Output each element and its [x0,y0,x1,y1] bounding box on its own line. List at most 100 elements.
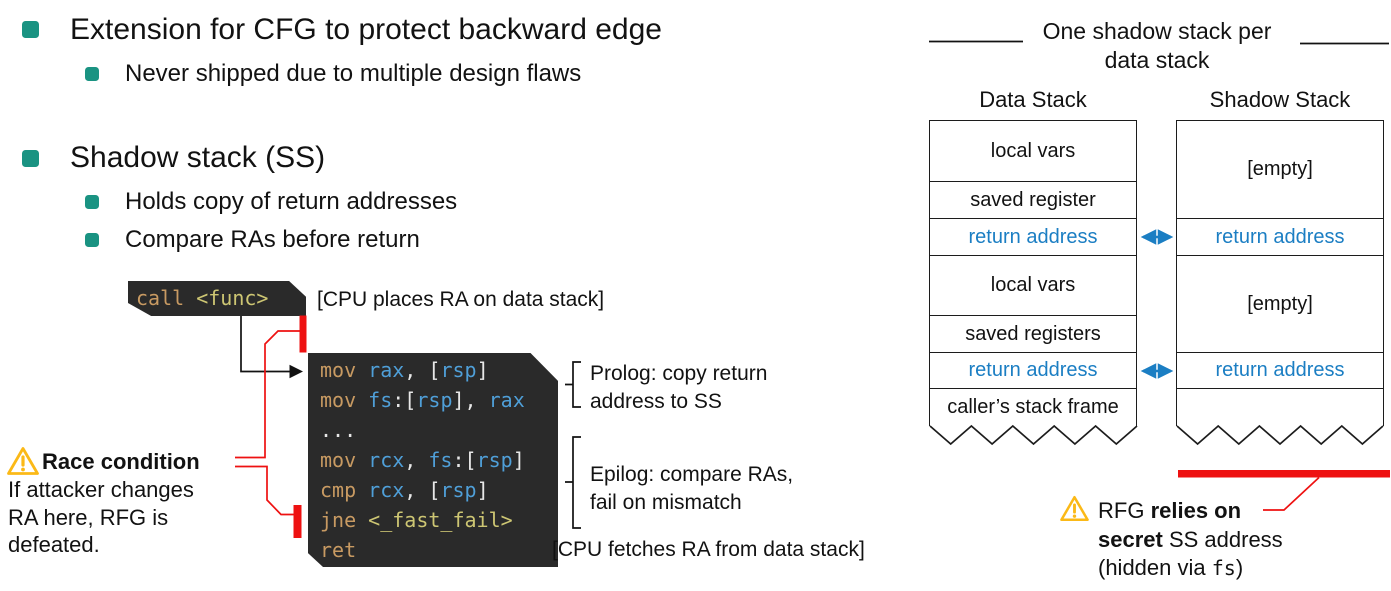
race-pointer-line-lower [235,465,294,516]
bullet-sub-compare-ras: Compare RAs before return [125,226,420,253]
note-line: (hidden via fs) [1098,554,1283,583]
bullet-icon [85,233,99,247]
text-token: rsp [476,448,513,472]
stack-cell: return address [930,353,1136,389]
epilog-annotation: Epilog: compare RAs, fail on mismatch [590,463,794,514]
note-line: secret SS address [1098,526,1283,555]
race-pointer-line-upper [235,330,300,459]
call-to-prolog-arrow [240,316,304,379]
ra-highlight-bar-top [299,315,307,353]
code-line: mov rax, [rsp] [320,355,558,385]
bullet-title-cfg-extension: Extension for CFG to protect backward ed… [70,13,662,46]
stack-cell: return address [1177,219,1383,256]
stack-cell: saved registers [930,316,1136,353]
code-line: mov fs:[rsp], rax [320,385,558,415]
text-token: jne [320,508,357,532]
text-token: , [404,478,429,502]
text-token [356,508,368,532]
text-token: ret [320,538,357,562]
bullet-sub-holds-copy: Holds copy of return addresses [125,188,458,215]
race-note-body: If attacker changes RA here, RFG is defe… [8,477,194,557]
text-token: [ [428,478,441,502]
ss-secret-underline [1178,470,1390,478]
note-line: RFG relies on [1098,497,1283,526]
stack-cell: local vars [930,256,1136,316]
text-token [356,388,368,412]
code-line: mov rcx, fs:[rsp] [320,445,558,475]
text-token: rcx [368,478,405,502]
stack-cell: return address [930,219,1136,256]
text-token: ) [1235,555,1244,580]
text-token: :[ [452,448,477,472]
cpu-places-annotation: [CPU places RA on data stack] [317,288,605,311]
stack-cell: saved register [930,182,1136,219]
text-token: (hidden via [1098,555,1212,580]
text-token: SS address [1162,526,1283,552]
text-token: relies on [1150,498,1242,523]
text-token [356,448,368,472]
text-token: <func> [196,286,269,310]
text-token: ], [452,388,489,412]
prolog-annotation: Prolog: copy return address to SS [590,362,768,413]
stack-cell [1177,389,1383,426]
shadow-stack-note: One shadow stack per data stack [1042,18,1272,73]
bullet-icon [85,195,99,209]
bullet-icon [22,21,39,38]
bullet-title-shadow-stack: Shadow stack (SS) [70,141,326,174]
stack-cell: [empty] [1177,256,1383,353]
text-token: RFG [1098,498,1151,523]
stack-cell: local vars [930,121,1136,182]
shadow-stack-zigzag [1176,424,1384,446]
ra-highlight-bar-jne [293,505,302,538]
text-token: cmp [320,478,357,502]
bullet-icon [22,150,39,167]
text-token: rax [488,388,525,412]
text-token: rcx [368,448,405,472]
text-token: ] [476,478,489,502]
data-stack-title: Data Stack [979,87,1087,112]
text-token: <_fast_fail> [368,508,513,532]
bullet-sub-never-shipped: Never shipped due to multiple design fla… [125,60,582,87]
epilog-bracket [565,436,581,529]
text-token: call [136,286,197,310]
text-token: [ [428,358,441,382]
bullet-icon [85,67,99,81]
shadow-stack-title: Shadow Stack [1209,87,1351,112]
text-token [356,358,368,382]
text-token: mov [320,388,357,412]
prolog-bracket [565,361,581,408]
stack-cell: return address [1177,353,1383,389]
stack-cell: caller’s stack frame [947,396,1119,418]
text-token: , [404,448,429,472]
stack-cell: [empty] [1177,121,1383,219]
code-line: ... [320,415,558,445]
code-line: cmp rcx, [rsp] [320,475,558,505]
data-stack-zigzag [929,424,1138,446]
code-line: ret [320,535,558,565]
text-token: ] [512,448,525,472]
text-token: fs [368,388,393,412]
text-token: mov [320,448,357,472]
asm-code-block: mov rax, [rsp]mov fs:[rsp], rax...mov rc… [308,353,558,567]
text-token [356,478,368,502]
rfg-warning-icon [1060,495,1089,522]
text-token: rsp [440,358,477,382]
text-token: rsp [440,478,477,502]
text-token: ] [476,358,489,382]
text-token: mov [320,358,357,382]
text-token: , [404,358,429,382]
text-token: rax [368,358,405,382]
code-line: jne <_fast_fail> [320,505,558,535]
text-token: secret [1098,526,1163,552]
text-token: fs [428,448,453,472]
text-token: :[ [392,388,417,412]
call-instruction-chip: call <func> [128,281,306,316]
race-warning-icon [7,447,39,475]
text-token: fs [1211,556,1236,580]
cpu-fetches-annotation: [CPU fetches RA from data stack] [552,538,865,561]
shadow-stack-column: [empty]return address[empty]return addre… [1176,120,1384,426]
text-token: rsp [416,388,453,412]
